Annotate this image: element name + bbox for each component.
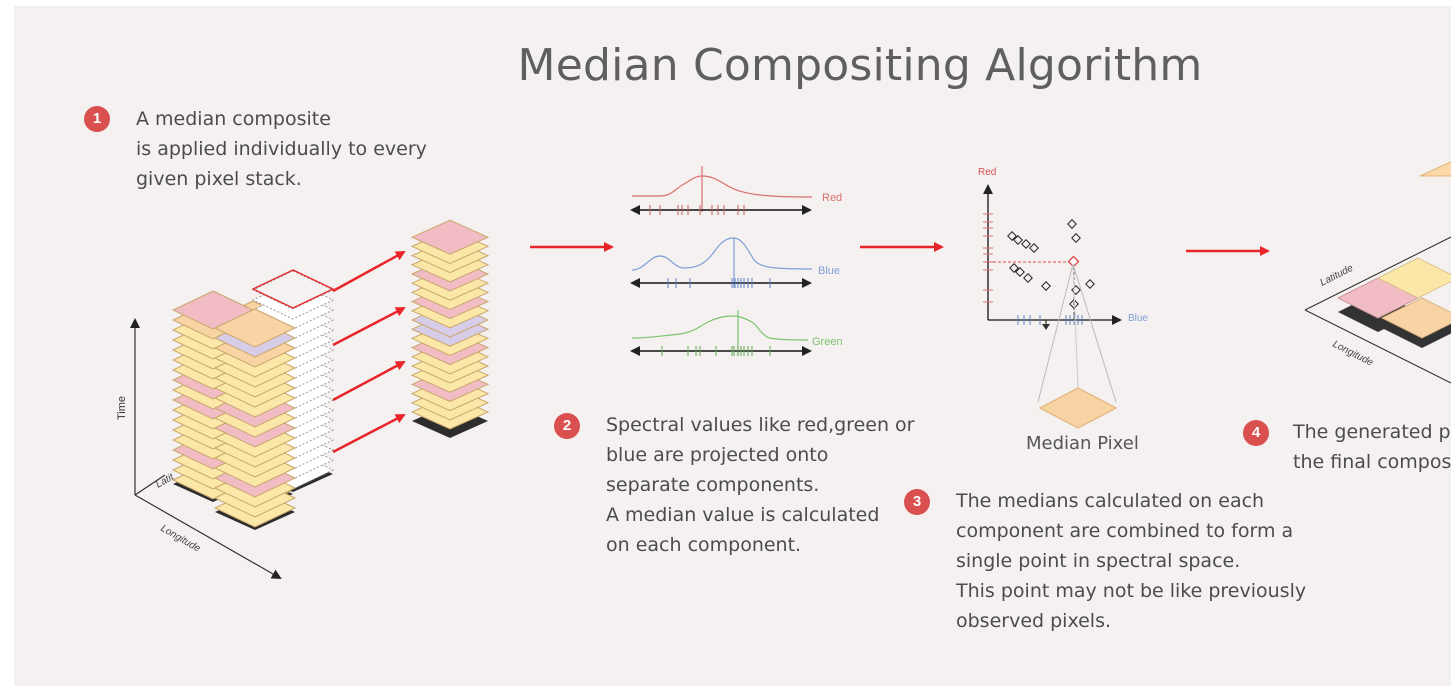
step-2-line: A median value is calculated <box>606 504 880 526</box>
step-3-text: The medians calculated on each component… <box>956 486 1306 636</box>
page-title: Median Compositing Algorithm <box>517 40 1203 91</box>
step-4-line: the final compos <box>1293 451 1451 473</box>
median-pixel-label: Median Pixel <box>1026 433 1139 454</box>
step-4-badge: 4 <box>1243 420 1269 446</box>
blue-component-plot: Blue <box>630 237 840 288</box>
step-2-line: on each component. <box>606 534 802 556</box>
step-3-line: component are combined to form a <box>956 520 1294 542</box>
red-component-plot: Red <box>630 166 842 215</box>
step-1-line: A median composite <box>136 108 331 130</box>
longitude-axis-label-stage1: Longitude <box>159 523 203 555</box>
scatter-x-label: Blue <box>1128 313 1148 324</box>
observed-pixel-point <box>1023 273 1033 283</box>
step-1-badge: 1 <box>84 106 110 132</box>
median-point <box>1067 255 1080 268</box>
step-4-line: The generated pi <box>1293 421 1451 443</box>
observed-pixel-point <box>1041 281 1051 291</box>
observed-pixel-point <box>1069 299 1079 309</box>
pixel-layer <box>410 219 490 255</box>
observed-pixel-point <box>1067 219 1077 229</box>
observed-pixel-point <box>1029 243 1039 253</box>
step-3-line: single point in spectral space. <box>956 550 1241 572</box>
pixel-layer <box>251 270 335 310</box>
latitude-axis-label-stage4: Latitude <box>1318 263 1355 289</box>
longitude-axis-label-stage4: Longitude <box>1331 339 1376 369</box>
spectral-scatter-plot: Red Blue <box>978 167 1148 429</box>
observed-pixel-point <box>1085 279 1095 289</box>
observed-pixel-point <box>1071 285 1081 295</box>
step-2-badge: 2 <box>554 413 580 439</box>
step-1-line: is applied individually to every <box>136 138 427 160</box>
observed-pixel-point <box>1015 267 1025 277</box>
single-pixel-stack <box>410 219 490 438</box>
median-pixel-tile <box>1038 387 1118 429</box>
observed-pixel-point <box>1013 235 1023 245</box>
scatter-y-label: Red <box>978 167 996 178</box>
observed-pixel-point <box>1071 233 1081 243</box>
latitude-axis-label-stage1: Latit <box>154 471 177 491</box>
red-curve-label: Red <box>822 192 842 204</box>
green-curve-label: Green <box>812 336 843 348</box>
observed-pixel-point <box>1009 263 1019 273</box>
selected-stack-outline <box>251 269 335 309</box>
time-axis-label: Time <box>116 396 128 420</box>
pixel-layer <box>213 308 297 348</box>
observed-pixel-point <box>1021 239 1031 249</box>
step-2-line: separate components. <box>606 474 820 496</box>
step-2-text: Spectral values like red,green or blue a… <box>606 410 914 560</box>
step-2-line: blue are projected onto <box>606 444 829 466</box>
time-axis <box>130 318 282 579</box>
step-3-line: observed pixels. <box>956 610 1112 632</box>
step-1-line: given pixel stack. <box>136 168 302 190</box>
green-component-plot: Green <box>630 310 843 356</box>
blue-curve-label: Blue <box>818 265 840 277</box>
step-1-text: A median composite is applied individual… <box>136 104 427 194</box>
extract-arrows <box>332 250 406 454</box>
step-3-line: The medians calculated on each <box>956 490 1265 512</box>
step-3-badge: 3 <box>904 489 930 515</box>
observed-pixel-point <box>1007 231 1017 241</box>
step-4-text: The generated pi the final compos <box>1293 417 1451 477</box>
step-3-line: This point may not be like previously <box>956 580 1307 602</box>
step-2-line: Spectral values like red,green or <box>606 414 915 436</box>
pixel-stacks-grid <box>171 269 335 530</box>
composite-result-grid: Latitude Longitude <box>1304 161 1451 384</box>
